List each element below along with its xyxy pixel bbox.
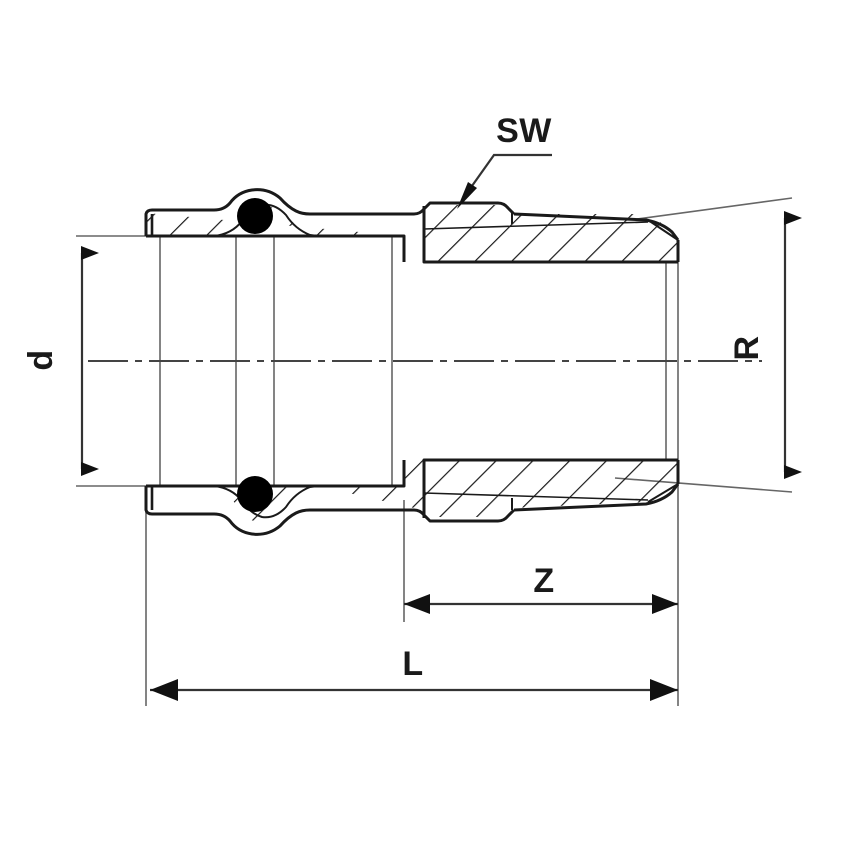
dimension-sw: SW xyxy=(457,112,552,209)
dimension-sw-leader-line xyxy=(461,153,552,201)
thread-root-line-upper xyxy=(423,221,649,230)
dimension-l-arrowhead-right xyxy=(650,679,678,701)
dimension-l-arrowhead-left xyxy=(150,679,178,701)
lower-wall-internal-edges xyxy=(213,460,679,519)
dimension-d-label: d xyxy=(22,349,60,370)
upper-thread-taper-top xyxy=(513,212,680,241)
thread-root-line-lower xyxy=(423,492,649,501)
dimension-d: d xyxy=(22,246,99,476)
bead-inner-edge-lower xyxy=(213,485,319,519)
thread-chamfer-upper xyxy=(647,219,679,241)
o-ring-seal-lower xyxy=(237,476,273,512)
dimension-l: L xyxy=(150,645,678,701)
dimension-sw-label: SW xyxy=(496,112,552,150)
dimension-z-arrowhead-right xyxy=(652,594,678,614)
dimension-z: Z xyxy=(404,562,678,614)
dimension-z-label: Z xyxy=(533,562,554,600)
dimension-l-label: L xyxy=(402,645,423,683)
dimension-sw-arrowhead xyxy=(457,182,477,209)
dimension-z-arrowhead-left xyxy=(404,594,430,614)
thread-chamfer-lower xyxy=(647,483,679,503)
dimension-r-label: R xyxy=(728,335,766,360)
dimension-r: R xyxy=(728,211,802,479)
o-ring-seal-upper xyxy=(237,198,273,234)
lower-thread-taper-bottom xyxy=(513,483,680,512)
